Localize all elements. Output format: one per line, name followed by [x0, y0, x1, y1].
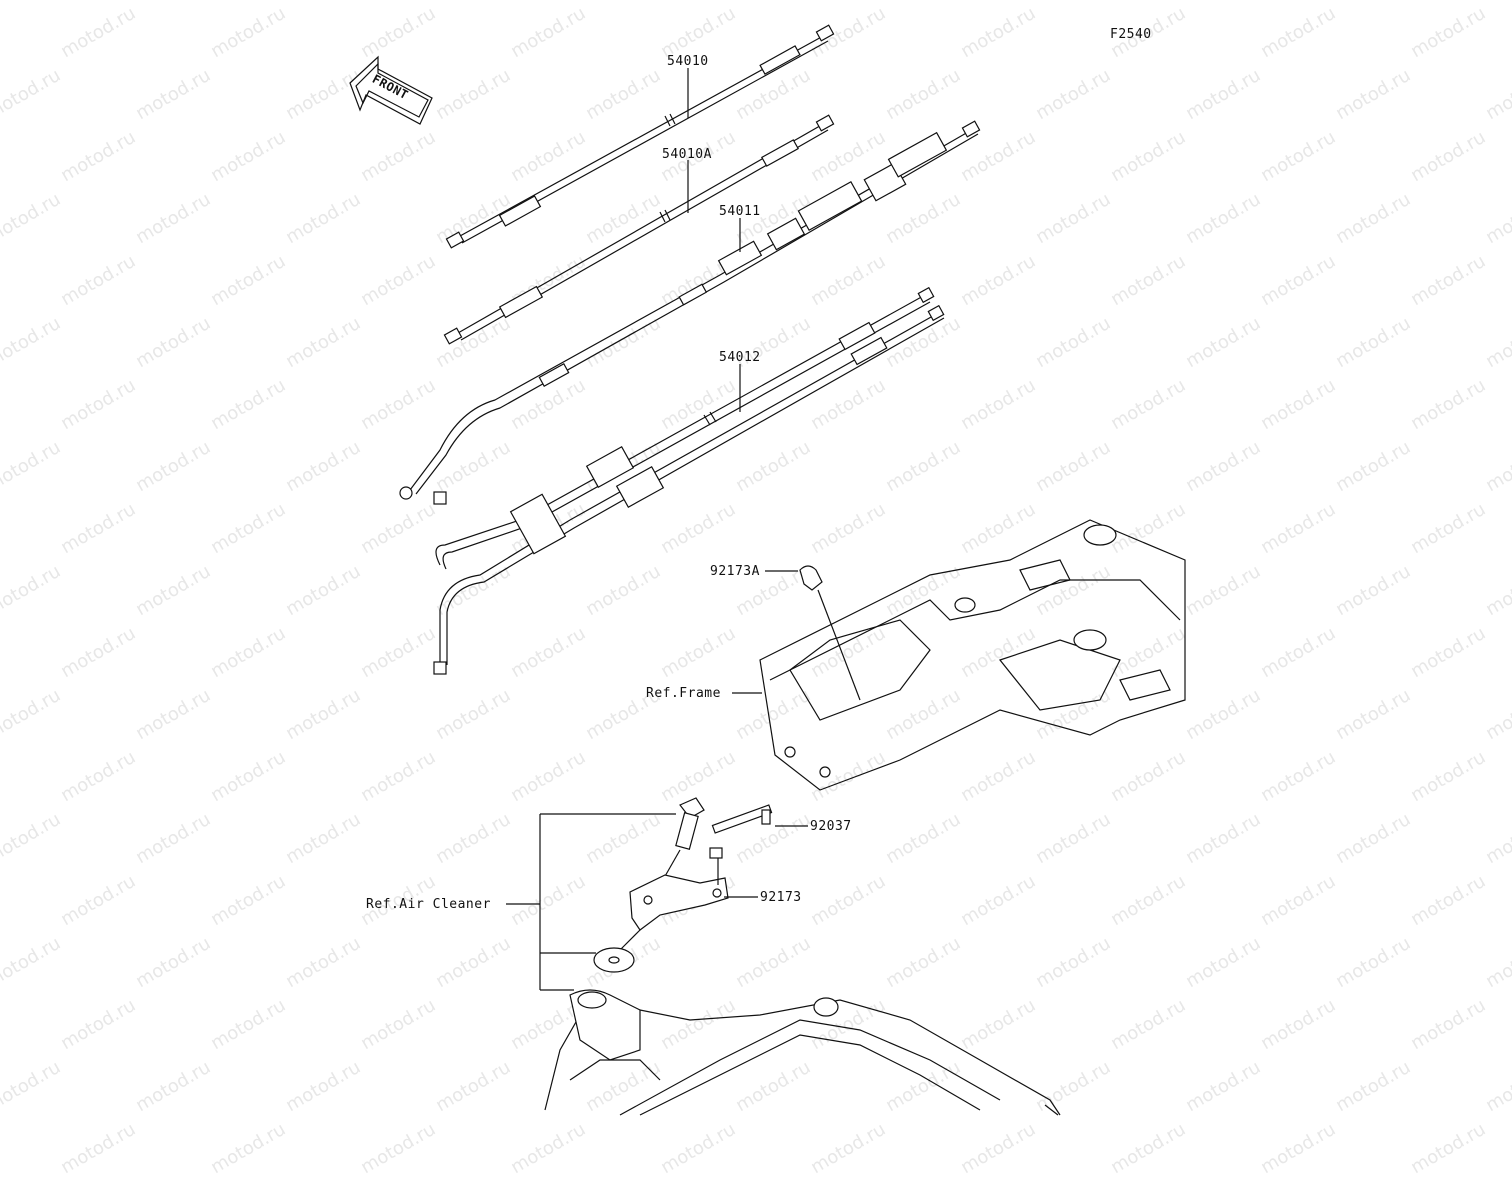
cable-54011-drawing	[400, 121, 980, 499]
part-label-54010a[interactable]: 54010A	[662, 148, 712, 162]
ref-air-cleaner-label[interactable]: Ref.Air Cleaner	[366, 898, 491, 912]
cable-54012-drawing	[434, 288, 944, 674]
air-cleaner-drawing	[545, 990, 1060, 1115]
part-label-92173a[interactable]: 92173A	[710, 565, 760, 579]
ref-frame-label[interactable]: Ref.Frame	[646, 687, 721, 701]
part-label-54011[interactable]: 54011	[719, 205, 761, 219]
bracket-drawing	[594, 798, 772, 972]
part-label-54012[interactable]: 54012	[719, 351, 761, 365]
clamp-92173a-drawing	[800, 566, 860, 700]
part-label-54010[interactable]: 54010	[667, 55, 709, 69]
part-label-92037[interactable]: 92037	[810, 820, 852, 834]
diagram-code: F2540	[1110, 28, 1152, 42]
part-label-92173[interactable]: 92173	[760, 891, 802, 905]
cable-54010-drawing	[446, 25, 833, 248]
frame-drawing	[760, 520, 1185, 790]
